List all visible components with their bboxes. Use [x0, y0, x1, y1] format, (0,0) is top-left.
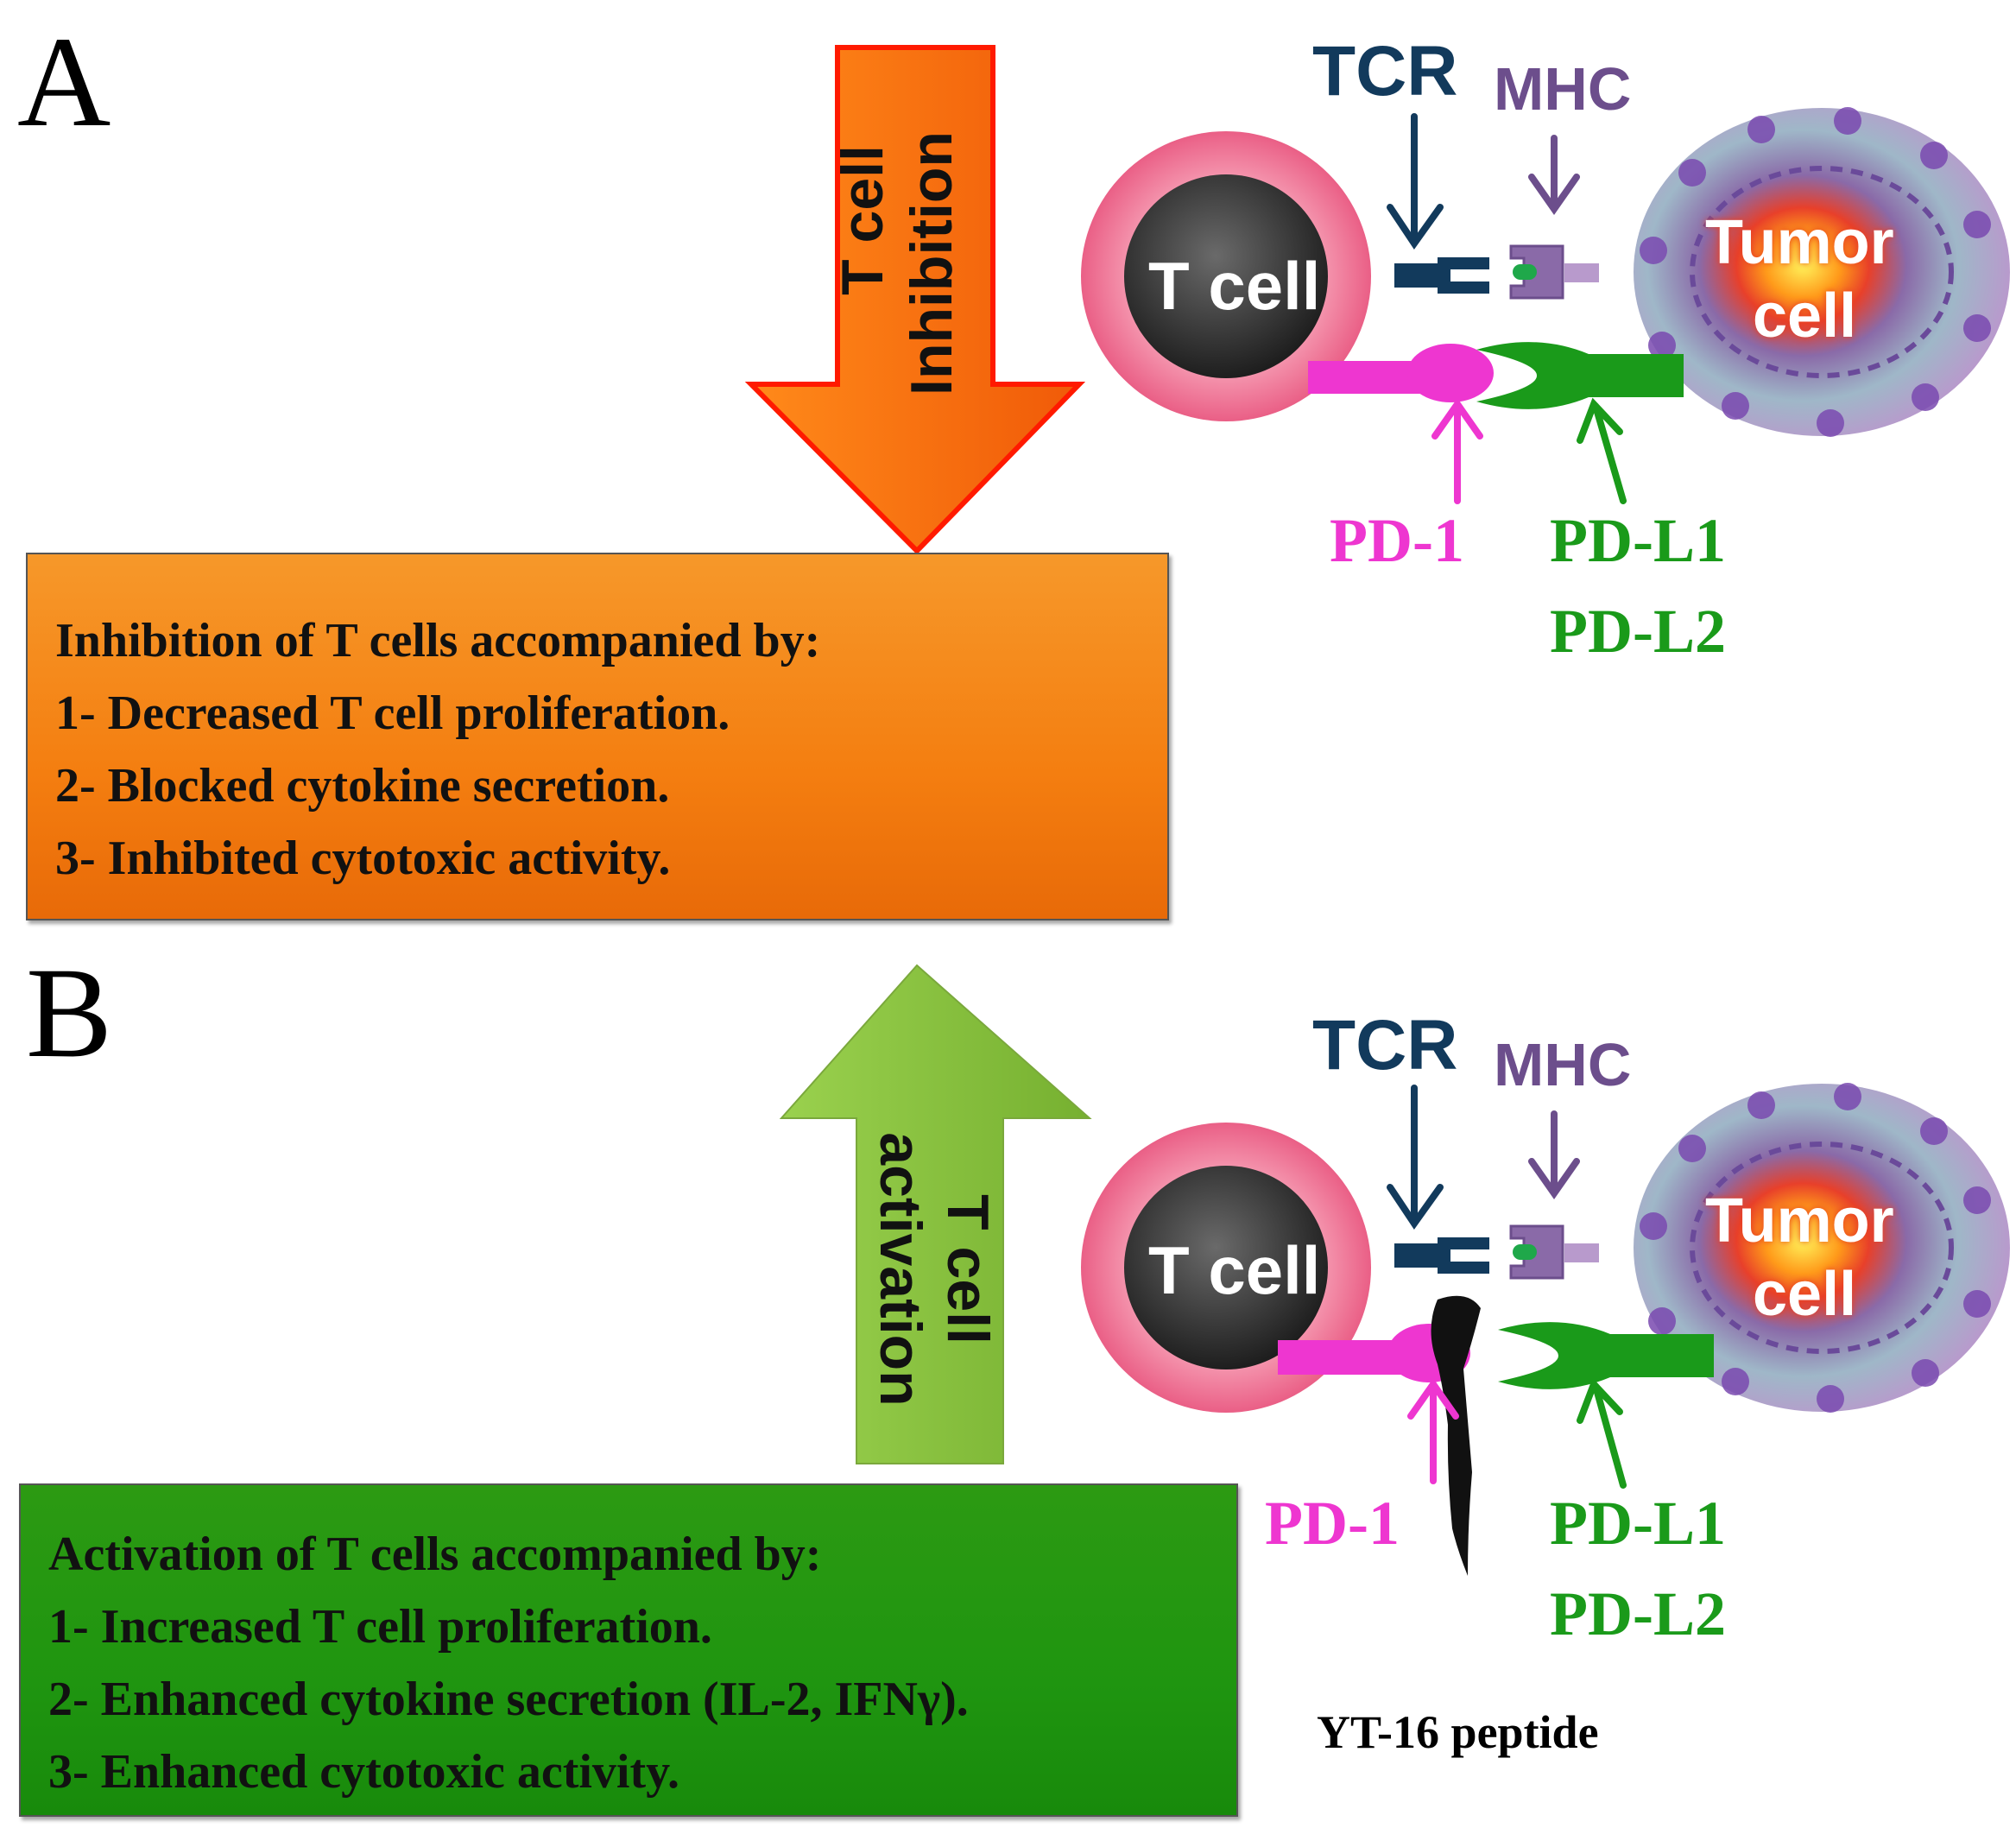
tumor-cell: [1634, 1084, 2010, 1412]
yt16-peptide: [1431, 1295, 1481, 1576]
t-cell-label: T cell: [1148, 248, 1321, 324]
activation-effects-heading: Activation of T cells accompanied by:: [48, 1528, 822, 1581]
tcr-label: TCR: [1312, 32, 1458, 111]
pdl-ligand: [1498, 1322, 1714, 1389]
tumor-cell: [1634, 108, 2010, 436]
inhibition-effect-2: 2- Blocked cytokine secretion.: [55, 759, 670, 813]
pd1-label: PD-1: [1330, 506, 1464, 575]
pd1-receptor: [1278, 1340, 1403, 1375]
inhibition-effects-heading: Inhibition of T cells accompanied by:: [55, 614, 821, 667]
tumor-cell-label-1: Tumor: [1705, 1186, 1894, 1256]
mhc-label: MHC: [1494, 55, 1632, 123]
inhibition-arrow: [744, 45, 1086, 555]
panel-b-cells: [1081, 1083, 2010, 1576]
activation-effects-text: Activation of T cells accompanied by: 1-…: [48, 1518, 969, 1808]
activation-arrow-text-2: activation: [868, 1132, 933, 1406]
inhibition-arrow-text-2: Inhibition: [899, 131, 964, 395]
pd1-label: PD-1: [1265, 1489, 1400, 1558]
panel-a-cells: [1081, 107, 2010, 504]
inhibition-effect-3: 3- Inhibited cytotoxic activity.: [55, 832, 671, 885]
activation-arrow: [779, 964, 1092, 1464]
panel-a-letter: A: [17, 10, 111, 154]
activation-effect-2: 2- Enhanced cytokine secretion (IL-2, IF…: [48, 1673, 969, 1726]
pdl1-label: PD-L1: [1550, 1489, 1726, 1558]
activation-effects-box: Activation of T cells accompanied by: 1-…: [19, 1483, 1238, 1817]
mhc-label: MHC: [1494, 1031, 1632, 1098]
tumor-cell-label-2: cell: [1753, 1260, 1857, 1329]
tumor-cell-label-2: cell: [1753, 281, 1857, 351]
pdl2-label: PD-L2: [1550, 597, 1726, 666]
activation-arrow-text-1: T cell: [935, 1194, 1001, 1344]
tcr-label: TCR: [1312, 1006, 1458, 1085]
t-cell-core: [1124, 174, 1328, 378]
panel-b-letter: B: [26, 941, 113, 1085]
pdl2-label: PD-L2: [1550, 1579, 1726, 1648]
yt16-peptide-label: YT-16 peptide: [1317, 1706, 1599, 1758]
inhibition-effects-text: Inhibition of T cells accompanied by: 1-…: [55, 604, 820, 895]
inhibition-effects-box: Inhibition of T cells accompanied by: 1-…: [26, 553, 1169, 920]
t-cell-label: T cell: [1148, 1232, 1321, 1308]
inhibition-arrow-text-1: T cell: [830, 145, 895, 295]
pd1-receptor: [1308, 361, 1425, 394]
activation-effect-3: 3- Enhanced cytotoxic activity.: [48, 1745, 680, 1799]
t-cell-core: [1124, 1166, 1328, 1369]
pdl-ligand: [1476, 342, 1684, 409]
tumor-cell-label-1: Tumor: [1705, 208, 1894, 277]
activation-effect-1: 1- Increased T cell proliferation.: [48, 1600, 712, 1654]
pdl1-label: PD-L1: [1550, 506, 1726, 575]
inhibition-effect-1: 1- Decreased T cell proliferation.: [55, 686, 730, 740]
